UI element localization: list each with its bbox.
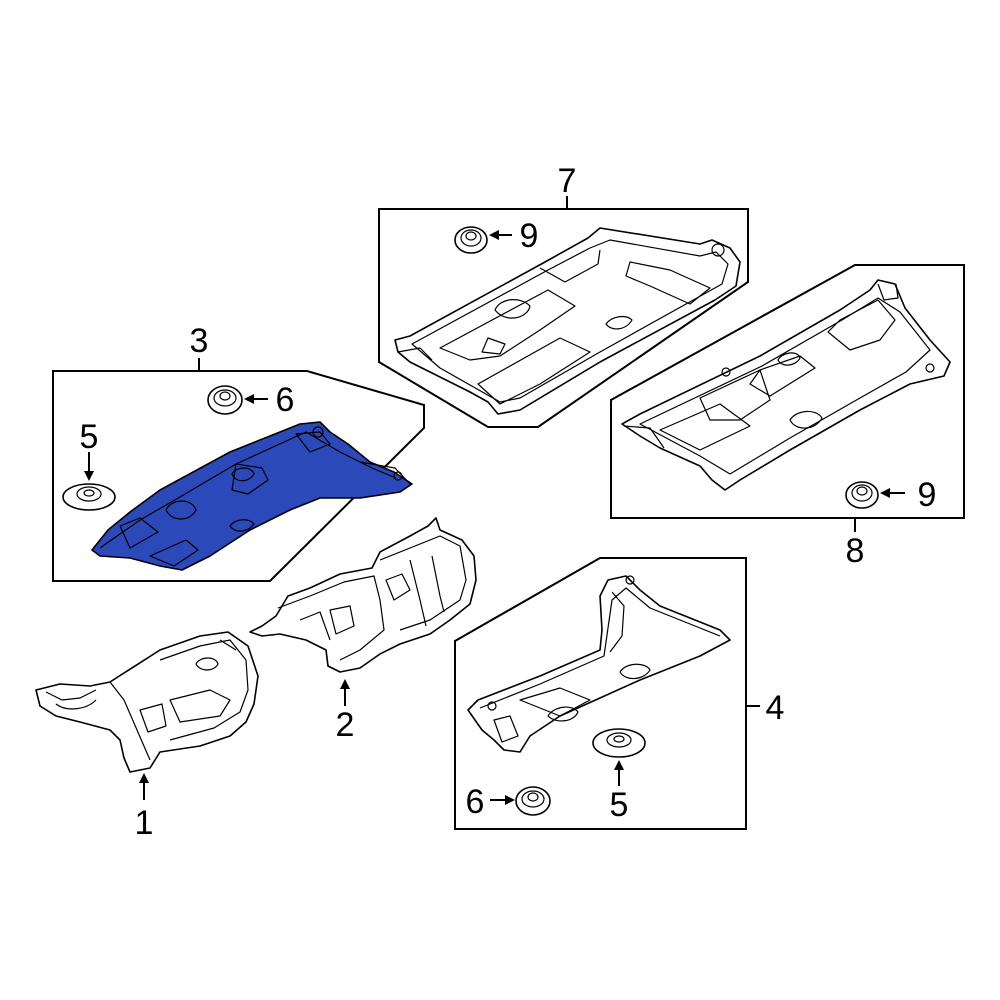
- callout-4: 4: [766, 689, 785, 727]
- callout-5-right: 5: [610, 786, 629, 824]
- part-4-shield: [467, 575, 731, 753]
- callout-6-left: 6: [276, 381, 295, 419]
- callout-2: 2: [336, 706, 355, 744]
- part-1-heat-shield: [35, 631, 259, 800]
- callout-9-lower: 9: [918, 476, 937, 514]
- callout-7: 7: [558, 162, 577, 200]
- part-9-grommet-lower: [845, 481, 905, 509]
- part-6-grommet-left: [207, 385, 268, 415]
- part-3-shield-highlighted: [91, 421, 413, 571]
- group-8-box: [610, 264, 965, 532]
- callout-3: 3: [190, 322, 209, 360]
- part-7-shield: [394, 227, 741, 415]
- part-6-grommet-right: [490, 786, 551, 816]
- callout-5-left: 5: [80, 418, 99, 456]
- part-8-shield: [621, 279, 951, 491]
- callout-1: 1: [135, 804, 154, 842]
- callout-8: 8: [846, 532, 865, 570]
- part-2-heat-shield: [249, 517, 477, 706]
- group-4-box: [454, 557, 760, 830]
- part-5-plug-left: [62, 452, 116, 511]
- callout-6-right: 6: [466, 783, 485, 821]
- part-5-plug-right: [592, 728, 646, 786]
- part-9-grommet-upper: [454, 226, 512, 254]
- group-3-box: [52, 358, 425, 582]
- callout-9-upper: 9: [520, 217, 539, 255]
- group-7-box: [378, 196, 749, 428]
